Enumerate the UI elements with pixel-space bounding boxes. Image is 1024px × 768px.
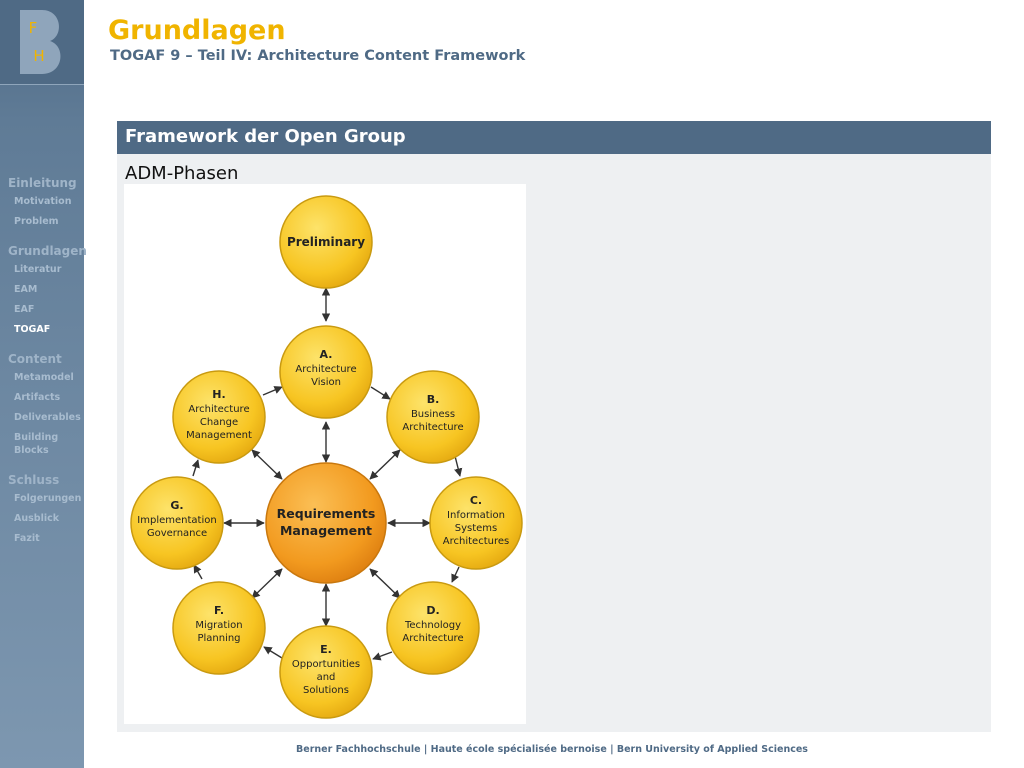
phase-preliminary: Preliminary [279, 195, 373, 289]
footer-text: Berner Fachhochschule | Haute école spéc… [296, 744, 808, 755]
phase-b-business-architecture: B. Business Architecture [386, 370, 480, 464]
nav-section-schluss[interactable]: Schluss [8, 473, 60, 487]
svg-text:B.: B. [427, 393, 440, 406]
svg-text:Architecture: Architecture [188, 404, 249, 415]
sidebar-nav: Einleitung Motivation Problem Grundlagen… [0, 172, 87, 549]
frame-subtitle: ADM-Phasen [125, 163, 239, 184]
svg-text:Governance: Governance [147, 528, 207, 539]
nav-item-togaf[interactable]: TOGAF [14, 324, 51, 335]
nav-item-deliverables[interactable]: Deliverables [14, 412, 81, 423]
arrow-f-g [193, 564, 203, 580]
svg-text:F.: F. [214, 604, 224, 617]
phase-h-architecture-change-management: H. Architecture Change Management [172, 370, 266, 464]
svg-text:C.: C. [470, 494, 482, 507]
nav-item-artifacts[interactable]: Artifacts [14, 392, 61, 403]
nav-section-einleitung[interactable]: Einleitung [8, 176, 77, 190]
arrow-b-center [369, 449, 401, 480]
phase-d-technology-architecture: D. Technology Architecture [386, 581, 480, 675]
slide-title: Grundlagen [108, 15, 286, 46]
nav-item-folgerungen[interactable]: Folgerungen [14, 493, 82, 504]
requirements-management-center: Requirements Management [265, 462, 387, 584]
logo-letter-f: F [29, 19, 38, 37]
arrow-d-e [372, 651, 393, 661]
nav-item-motivation[interactable]: Motivation [14, 196, 72, 207]
svg-text:Business: Business [411, 409, 455, 420]
adm-cycle-diagram: Preliminary A. Architecture Vision B. Bu… [124, 184, 526, 724]
svg-text:and: and [317, 672, 336, 683]
svg-text:Solutions: Solutions [303, 685, 349, 696]
svg-text:Preliminary: Preliminary [287, 235, 365, 249]
nav-item-metamodel[interactable]: Metamodel [14, 372, 74, 383]
svg-text:E.: E. [320, 643, 332, 656]
nav-item-problem[interactable]: Problem [14, 216, 59, 227]
adm-cycle-svg: Preliminary A. Architecture Vision B. Bu… [130, 195, 523, 719]
arrow-d-center [369, 568, 401, 599]
arrow-c-d [451, 566, 460, 583]
nav-item-building-blocks[interactable]: Building Blocks [14, 432, 59, 456]
svg-text:Architectures: Architectures [443, 536, 509, 547]
arrow-e-f [263, 646, 283, 659]
svg-text:G.: G. [170, 499, 183, 512]
arrow-f-center [251, 568, 283, 599]
logo-letter-h: H [33, 47, 44, 65]
slide-subtitle: TOGAF 9 – Teil IV: Architecture Content … [110, 48, 526, 64]
arrow-h-a [262, 386, 283, 396]
nav-section-content[interactable]: Content [8, 352, 62, 366]
arrow-g-h [191, 459, 200, 477]
svg-text:Vision: Vision [311, 377, 341, 388]
nav-item-ausblick[interactable]: Ausblick [14, 513, 60, 524]
svg-text:D.: D. [426, 604, 439, 617]
bfh-logo: F H [0, 0, 84, 85]
nav-item-literatur[interactable]: Literatur [14, 264, 62, 275]
frame-header: Framework der Open Group [117, 121, 991, 154]
frame-title: Framework der Open Group [125, 126, 406, 147]
nav-item-eaf[interactable]: EAF [14, 304, 35, 315]
svg-text:H.: H. [212, 388, 225, 401]
svg-text:Architecture: Architecture [402, 633, 463, 644]
svg-text:Architecture: Architecture [295, 364, 356, 375]
nav-item-fazit[interactable]: Fazit [14, 533, 40, 544]
svg-text:Management: Management [186, 430, 252, 441]
svg-text:Implementation: Implementation [137, 515, 216, 526]
bfh-logo-icon: F H [20, 10, 61, 74]
svg-text:Architecture: Architecture [402, 422, 463, 433]
svg-text:Systems: Systems [455, 523, 498, 534]
svg-text:Technology: Technology [404, 620, 461, 631]
sidebar: F H Einleitung Motivation Problem Grundl… [0, 0, 87, 768]
svg-text:Opportunities: Opportunities [292, 659, 360, 670]
svg-text:A.: A. [320, 348, 333, 361]
svg-text:Migration: Migration [195, 620, 242, 631]
phase-e-opportunities-and-solutions: E. Opportunities and Solutions [279, 625, 373, 719]
phase-c-information-systems-architectures: C. Information Systems Architectures [429, 476, 523, 570]
arrow-a-b [370, 386, 391, 400]
svg-text:Planning: Planning [197, 633, 240, 644]
svg-text:Management: Management [280, 523, 372, 538]
phase-g-implementation-governance: G. Implementation Governance [130, 476, 224, 570]
svg-text:Requirements: Requirements [277, 506, 376, 521]
svg-text:Information: Information [447, 510, 505, 521]
nav-section-grundlagen[interactable]: Grundlagen [8, 244, 87, 258]
svg-text:Change: Change [200, 417, 238, 428]
arrow-h-center [251, 449, 283, 480]
phase-a-architecture-vision: A. Architecture Vision [279, 325, 373, 419]
nav-item-eam[interactable]: EAM [14, 284, 38, 295]
phase-f-migration-planning: F. Migration Planning [172, 581, 266, 675]
